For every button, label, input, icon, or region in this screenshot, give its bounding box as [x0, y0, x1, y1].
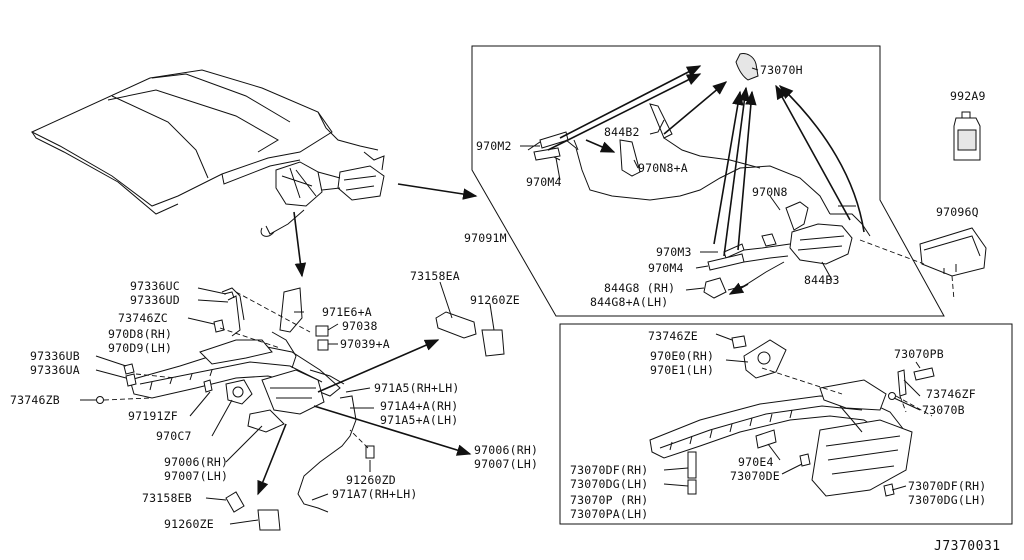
label-97007-right: 97007(LH) [474, 457, 538, 471]
label-73070H: 73070H [760, 63, 803, 77]
label-97336UB: 97336UB [30, 349, 80, 363]
label-844B2: 844B2 [604, 125, 640, 139]
label-leader-lines [80, 67, 921, 525]
label-73158EB: 73158EB [142, 491, 192, 505]
label-970D9: 970D9(LH) [108, 341, 172, 355]
label-970M4-upper: 970M4 [526, 175, 562, 189]
fluid-bottle-992a9 [953, 111, 981, 161]
label-970E4: 970E4 [738, 455, 774, 469]
label-91260ZE-upper: 91260ZE [470, 293, 520, 307]
main-leader-arrows [257, 183, 478, 496]
label-970C7: 970C7 [156, 429, 192, 443]
label-971A5: 971A5(RH+LH) [374, 381, 459, 395]
label-97006-right: 97006(RH) [474, 443, 538, 457]
label-970N8A: 970N8+A [638, 161, 688, 175]
label-73070DF-left: 73070DF(RH) [570, 463, 648, 477]
label-73070PB: 73070PB [894, 347, 944, 361]
label-971A5A: 971A5+A(LH) [380, 413, 458, 427]
label-97039A: 97039+A [340, 337, 390, 351]
label-97096Q: 97096Q [936, 205, 979, 219]
label-91260ZE-lower: 91260ZE [164, 517, 214, 531]
label-971A4A: 971A4+A(RH) [380, 399, 458, 413]
label-73070P: 73070P (RH) [570, 493, 648, 507]
label-97191ZF: 97191ZF [128, 409, 178, 423]
rear-frame-inset-panel [559, 323, 1013, 525]
label-970E1: 970E1(LH) [650, 363, 714, 377]
label-91260ZD: 91260ZD [346, 473, 396, 487]
soft-top-roof-illustration [30, 69, 385, 237]
label-970N8: 970N8 [752, 185, 788, 199]
inset-leader-arrows [547, 65, 865, 295]
label-971A7: 971A7(RH+LH) [332, 487, 417, 501]
label-970M3: 970M3 [656, 245, 692, 259]
label-97336UA: 97336UA [30, 363, 80, 377]
label-970D8: 970D8(RH) [108, 327, 172, 341]
label-73070DG-right: 73070DG(LH) [908, 493, 986, 507]
label-73746ZB: 73746ZB [10, 393, 60, 407]
label-73746ZE: 73746ZE [648, 329, 698, 343]
label-97038: 97038 [342, 319, 378, 333]
label-73070DG-left: 73070DG(LH) [570, 477, 648, 491]
label-97091M: 97091M [464, 231, 507, 245]
label-73070B: 73070B [922, 403, 965, 417]
label-97336UD: 97336UD [130, 293, 180, 307]
top-linkage-assembly-left [96, 287, 505, 531]
label-97336UC: 97336UC [130, 279, 180, 293]
label-97006-left: 97006(RH) [164, 455, 228, 469]
label-73158EA: 73158EA [410, 269, 460, 283]
label-844G8A: 844G8+A(LH) [590, 295, 668, 309]
label-73746ZC: 73746ZC [118, 311, 168, 325]
label-73746ZF: 73746ZF [926, 387, 976, 401]
label-844G8: 844G8 (RH) [604, 281, 675, 295]
diagram-code: J7370031 [934, 539, 1001, 554]
part-labels: 73070H 992A9 970M2 844B2 970N8+A 970M4 9… [10, 63, 1001, 554]
label-971E6A: 971E6+A [322, 305, 372, 319]
pad-97096q [919, 227, 987, 277]
label-73070DF-right: 73070DF(RH) [908, 479, 986, 493]
label-73070PA: 73070PA(LH) [570, 507, 648, 521]
label-970M2: 970M2 [476, 139, 512, 153]
dashed-leaders [103, 239, 955, 449]
label-97007-left: 97007(LH) [164, 469, 228, 483]
cable-inset-panel [471, 45, 945, 317]
label-992A9: 992A9 [950, 89, 986, 103]
label-970M4-lower: 970M4 [648, 261, 684, 275]
label-844B3: 844B3 [804, 273, 840, 287]
label-970E0: 970E0(RH) [650, 349, 714, 363]
label-73070DE: 73070DE [730, 469, 780, 483]
